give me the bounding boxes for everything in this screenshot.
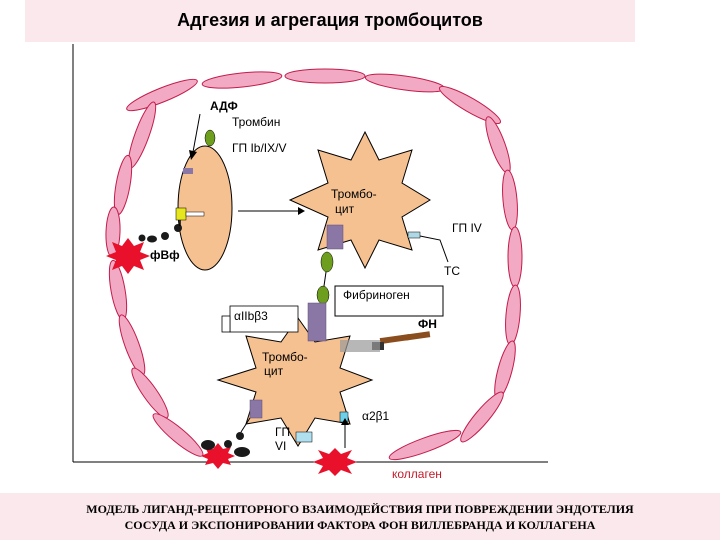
label-vwf: фВф: [150, 248, 180, 262]
adp-arrow: [193, 114, 200, 152]
endothelial-cell: [456, 388, 508, 446]
fibronectin: [372, 331, 430, 350]
caption-bar: МОДЕЛЬ ЛИГАНД-РЕЦЕПТОРНОГО ВЗАИМОДЕЙСТВИ…: [0, 493, 720, 540]
injury-site-vwf: [106, 238, 150, 274]
fibrinogen-link: [324, 272, 326, 286]
endothelial-cell: [149, 409, 207, 461]
label-tc: ТС: [444, 264, 460, 278]
label-adp: АДФ: [210, 99, 238, 113]
label-fn: ФН: [418, 317, 437, 331]
endothelial-cell: [111, 154, 135, 216]
endothelial-cell: [124, 74, 200, 115]
label-collagen: коллаген: [392, 467, 442, 481]
gp-vi-receptor: [296, 432, 312, 442]
label-integrin: αIIbβ3: [234, 309, 268, 323]
activated-platelet-2: [218, 318, 372, 446]
receptor-platelet2: [308, 303, 326, 341]
label-thrombin: Тромбин: [232, 115, 280, 129]
receptor-glyph-small: [183, 168, 193, 174]
receptor-platelet1: [327, 225, 343, 249]
endothelial-cell: [508, 227, 522, 287]
label-platelet2-line2: цит: [264, 364, 284, 378]
gp-ib-receptor: [176, 208, 186, 220]
endothelial-cell: [500, 170, 519, 231]
label-fibrinogen: Фибриноген: [343, 288, 410, 302]
collagen-link-left: [241, 418, 250, 432]
label-gp-ib: ГП Ib/IX/V: [232, 141, 286, 155]
endothelial-cell: [201, 69, 282, 91]
integrin-glyph: [222, 316, 230, 332]
gp-iv-link: [420, 236, 448, 262]
platelet2-upper-receptor: [340, 340, 380, 352]
thrombin-bead: [205, 130, 215, 146]
gp-ib-stem: [186, 212, 204, 216]
endothelial-cell: [364, 71, 445, 96]
caption: МОДЕЛЬ ЛИГАНД-РЕЦЕПТОРНОГО ВЗАИМОДЕЙСТВИ…: [0, 501, 720, 533]
label-a2b1: α2β1: [362, 409, 390, 423]
vwf-chain: [139, 224, 183, 243]
collagen-chain-left: [201, 432, 244, 450]
label-platelet2-line1: Тромбо-: [262, 350, 308, 364]
endothelial-cell: [490, 339, 519, 401]
endothelial-cell: [127, 364, 173, 421]
activation-arrowhead: [298, 207, 305, 215]
caption-line-1: МОДЕЛЬ ЛИГАНД-РЕЦЕПТОРНОГО ВЗАИМОДЕЙСТВИ…: [86, 502, 633, 516]
label-platelet1-line2: цит: [335, 202, 355, 216]
gp-iv-receptor: [408, 232, 420, 238]
caption-line-2: СОСУДА И ЭКСПОНИРОВАНИИ ФАКТОРА ФОН ВИЛЛ…: [125, 518, 596, 532]
label-gp-vi-line2: VI: [275, 439, 286, 453]
endothelial-cell: [114, 313, 149, 378]
label-gp-iv: ГП IV: [452, 221, 482, 235]
injury-site-collagen-right: [313, 448, 357, 476]
collagen-blob: [234, 447, 250, 457]
diagram: АДФ Тромбин ГП Ib/IX/V фВф Тромбо- цит Г…: [0, 0, 720, 495]
endothelial-cell: [285, 69, 365, 83]
label-gp-vi-line1: ГП: [275, 425, 290, 439]
label-platelet1-line1: Тромбо-: [331, 187, 377, 201]
endothelial-cell: [503, 285, 522, 346]
receptor-platelet2-low: [250, 400, 262, 418]
endothelial-cell: [387, 425, 463, 464]
